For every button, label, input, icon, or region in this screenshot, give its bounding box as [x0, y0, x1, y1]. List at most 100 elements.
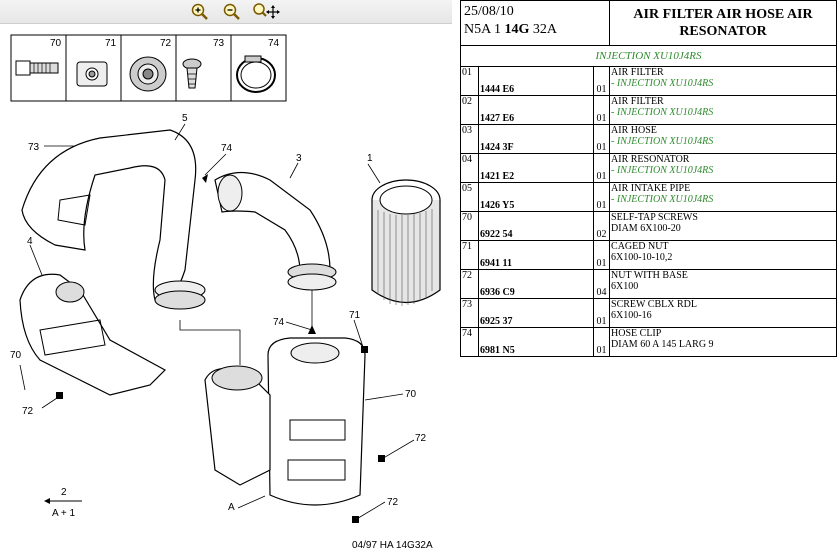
- row-part-code[interactable]: 6936 C9: [478, 269, 594, 299]
- row-description: AIR HOSE - INJECTION XU10J4RS: [609, 124, 837, 154]
- row-qty: 01: [592, 240, 611, 270]
- row-part-code[interactable]: 6941 11: [478, 240, 594, 270]
- row-part-code[interactable]: 1426 Y5: [478, 182, 594, 212]
- leader-lines: [19, 123, 415, 521]
- table-row[interactable]: 05 1426 Y5 01 AIR INTAKE PIPE - INJECTIO…: [460, 182, 837, 212]
- row-qty: 04: [592, 269, 611, 299]
- pointer-arrows: [56, 174, 385, 523]
- legend-label-74: 74: [268, 38, 280, 49]
- row-qty: 02: [592, 211, 611, 241]
- exploded-parts-diagram: 70 71 72 73 74: [10, 34, 441, 551]
- row-part-name: AIR FILTER: [611, 67, 664, 78]
- zoom-toolbar: [0, 0, 452, 24]
- table-row[interactable]: 70 6922 54 02 SELF-TAP SCREWS DIAM 6X100…: [460, 211, 837, 241]
- zoom-pan-icon: [253, 3, 280, 19]
- header-code-prefix: N5A 1: [464, 22, 505, 37]
- row-description: AIR FILTER - INJECTION XU10J4RS: [609, 66, 837, 96]
- row-description: AIR RESONATOR - INJECTION XU10J4RS: [609, 153, 837, 183]
- variant-label[interactable]: INJECTION XU10J4RS: [460, 45, 837, 67]
- row-part-sub: 6X100-10-10,2: [611, 252, 673, 263]
- row-ref: 73: [460, 298, 479, 328]
- table-row[interactable]: 74 6981 N5 01 HOSE CLIP DIAM 60 A 145 LA…: [460, 327, 837, 357]
- zoom-out-button[interactable]: [222, 2, 242, 20]
- header-date: 25/08/10: [464, 4, 514, 19]
- row-description: SCREW CBLX RDL 6X100-16: [609, 298, 837, 328]
- zoom-in-button[interactable]: [190, 2, 210, 20]
- callout-1: 1: [367, 153, 373, 164]
- table-row[interactable]: 04 1421 E2 01 AIR RESONATOR - INJECTION …: [460, 153, 837, 183]
- row-qty: 01: [592, 327, 611, 357]
- filter-housing-part-A: [204, 337, 366, 506]
- row-part-name: AIR HOSE: [611, 125, 657, 136]
- parts-panel: 25/08/10 N5A 1 14G 32A AIR FILTER AIR HO…: [459, 0, 837, 557]
- row-part-name: SELF-TAP SCREWS: [611, 212, 698, 223]
- callout-71: 71: [349, 310, 361, 321]
- zoom-pan-button[interactable]: [252, 2, 280, 20]
- row-part-code[interactable]: 1424 3F: [478, 124, 594, 154]
- row-qty: 01: [592, 298, 611, 328]
- nut-with-base-icon: [129, 56, 167, 92]
- table-row[interactable]: 71 6941 11 01 CAGED NUT 6X100-10-10,2: [460, 240, 837, 270]
- row-part-code[interactable]: 1444 E6: [478, 66, 594, 96]
- table-row[interactable]: 01 1444 E6 01 AIR FILTER - INJECTION XU1…: [460, 66, 837, 96]
- callout-5: 5: [182, 113, 188, 124]
- row-description: AIR FILTER - INJECTION XU10J4RS: [609, 95, 837, 125]
- view-ref-top: 2: [61, 487, 67, 498]
- row-part-name: HOSE CLIP: [611, 328, 662, 339]
- row-part-name: AIR INTAKE PIPE: [611, 183, 691, 194]
- callout-70-right: 70: [405, 389, 417, 400]
- row-part-code[interactable]: 1421 E2: [478, 153, 594, 183]
- legend-label-70: 70: [50, 38, 62, 49]
- row-part-name: AIR FILTER: [611, 96, 664, 107]
- row-part-sub: - INJECTION XU10J4RS: [611, 194, 714, 205]
- row-part-sub: DIAM 6X100-20: [611, 223, 681, 234]
- row-description: SELF-TAP SCREWS DIAM 6X100-20: [609, 211, 837, 241]
- diagram-panel: 70 71 72 73 74: [0, 0, 452, 551]
- row-ref: 02: [460, 95, 479, 125]
- row-part-code[interactable]: 1427 E6: [478, 95, 594, 125]
- callout-73: 73: [28, 142, 40, 153]
- small-parts-legend: 70 71 72 73 74: [10, 34, 287, 102]
- row-part-code[interactable]: 6981 N5: [478, 327, 594, 357]
- callout-74-top: 74: [221, 143, 233, 154]
- row-part-name: NUT WITH BASE: [611, 270, 688, 281]
- row-part-sub: DIAM 60 A 145 LARG 9: [611, 339, 714, 350]
- legend-label-72: 72: [160, 38, 172, 49]
- row-part-name: AIR RESONATOR: [611, 154, 690, 165]
- row-part-sub: 6X100: [611, 281, 639, 292]
- row-description: AIR INTAKE PIPE - INJECTION XU10J4RS: [609, 182, 837, 212]
- row-part-sub: - INJECTION XU10J4RS: [611, 165, 714, 176]
- row-qty: 01: [592, 153, 611, 183]
- table-row[interactable]: 73 6925 37 01 SCREW CBLX RDL 6X100-16: [460, 298, 837, 328]
- table-row[interactable]: 02 1427 E6 01 AIR FILTER - INJECTION XU1…: [460, 95, 837, 125]
- row-part-code[interactable]: 6922 54: [478, 211, 594, 241]
- row-qty: 01: [592, 95, 611, 125]
- row-description: NUT WITH BASE 6X100: [609, 269, 837, 299]
- row-ref: 04: [460, 153, 479, 183]
- air-intake-pipe-part-5: [21, 129, 206, 310]
- diagram-footer-code: 04/97 HA 14G32A: [352, 540, 433, 551]
- view-reference-mark: 2 A + 1: [44, 487, 82, 519]
- zoom-in-icon: [191, 3, 208, 20]
- caged-nut-icon: [76, 61, 108, 87]
- row-part-sub: - INJECTION XU10J4RS: [611, 136, 714, 147]
- header-code-bold: 14G: [504, 22, 530, 37]
- header-info-cell: 25/08/10 N5A 1 14G 32A: [459, 0, 611, 46]
- parts-table: 25/08/10 N5A 1 14G 32A AIR FILTER AIR HO…: [459, 0, 837, 357]
- row-ref: 01: [460, 66, 479, 96]
- row-part-name: CAGED NUT: [611, 241, 669, 252]
- header-code-suffix: 32A: [529, 22, 557, 37]
- row-ref: 05: [460, 182, 479, 212]
- row-part-sub: 6X100-16: [611, 310, 652, 321]
- callout-4: 4: [27, 236, 33, 247]
- page-title: AIR FILTER AIR HOSE AIR RESONATOR: [609, 0, 837, 46]
- row-part-sub: - INJECTION XU10J4RS: [611, 107, 714, 118]
- screw-cblx-icon: [182, 58, 202, 89]
- row-part-code[interactable]: 6925 37: [478, 298, 594, 328]
- table-row[interactable]: 72 6936 C9 04 NUT WITH BASE 6X100: [460, 269, 837, 299]
- callout-72-left: 72: [22, 406, 34, 417]
- row-qty: 01: [592, 66, 611, 96]
- air-resonator-part-4: [19, 273, 166, 396]
- table-row[interactable]: 03 1424 3F 01 AIR HOSE - INJECTION XU10J…: [460, 124, 837, 154]
- row-qty: 01: [592, 182, 611, 212]
